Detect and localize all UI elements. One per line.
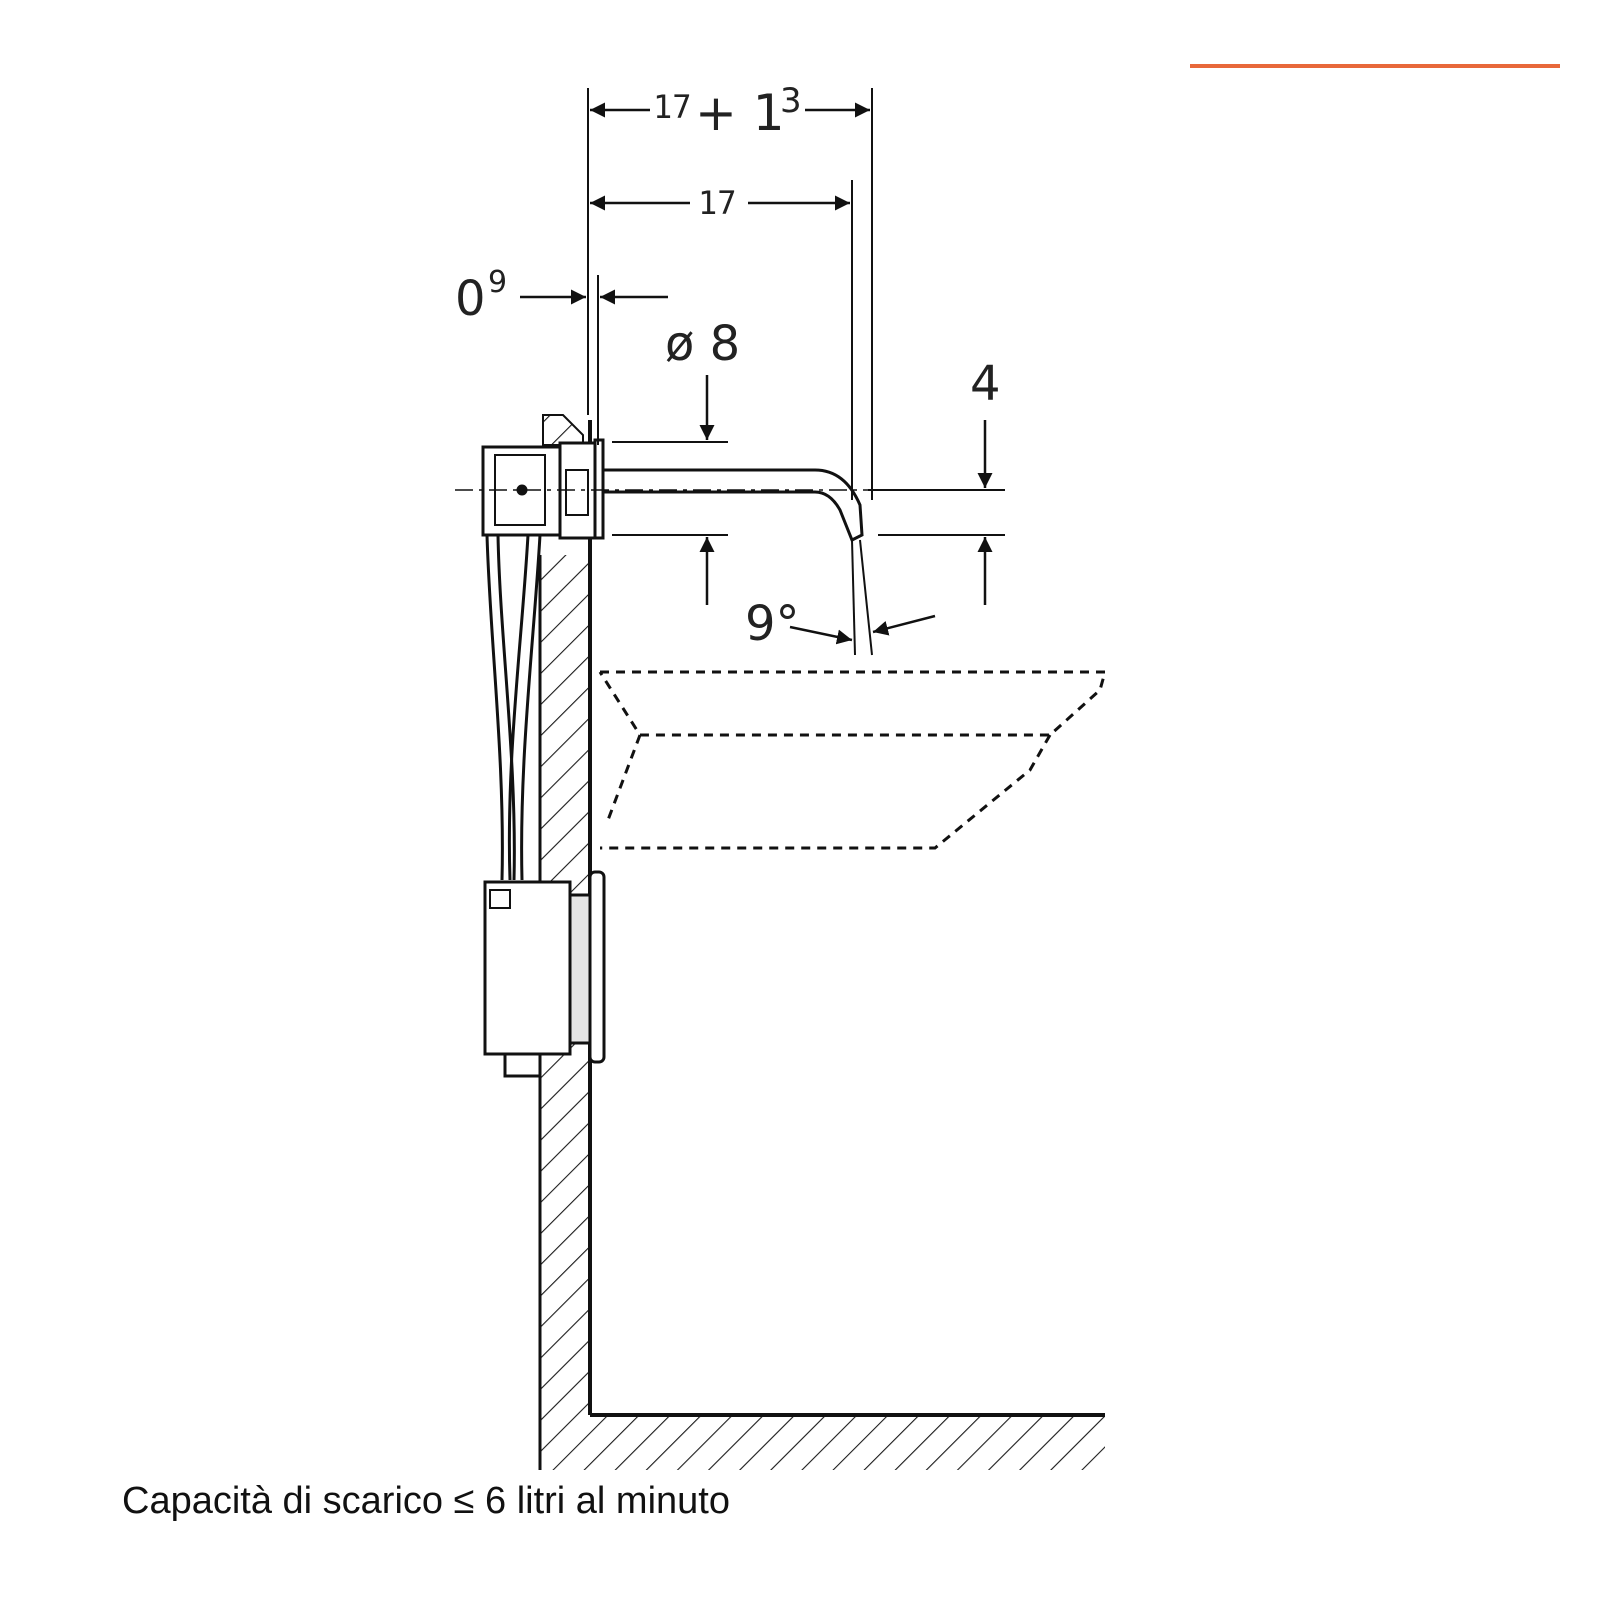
wall-offset-sup: 9 [488, 265, 507, 300]
total-reach-main: 17 [653, 88, 692, 126]
height-label: 4 [970, 356, 1001, 412]
dimension-wall-offset: 0 9 [455, 265, 668, 445]
accent-rule [1190, 64, 1560, 68]
dimension-angle: 9° [745, 539, 936, 656]
washbasin-outline [598, 670, 1107, 850]
dimension-height: 4 [868, 356, 1005, 605]
dimension-reach: 17 [590, 180, 853, 500]
caption-text: Capacità di scarico ≤ 6 litri al minuto [122, 1480, 730, 1522]
control-box [483, 870, 606, 1078]
reach-label: 17 [698, 184, 737, 222]
total-reach-sup: 3 [780, 81, 802, 121]
wall-section [538, 414, 1105, 1470]
dimension-total-reach: 17 + 1 3 [587, 81, 873, 500]
dimension-diameter: ø 8 [612, 316, 740, 605]
valve-body [481, 438, 605, 540]
angle-label: 9° [745, 596, 800, 652]
total-reach-plus: + 1 [695, 84, 785, 142]
wall-offset-main: 0 [455, 271, 486, 327]
diameter-label: ø 8 [665, 316, 740, 372]
supply-hoses [485, 534, 542, 881]
